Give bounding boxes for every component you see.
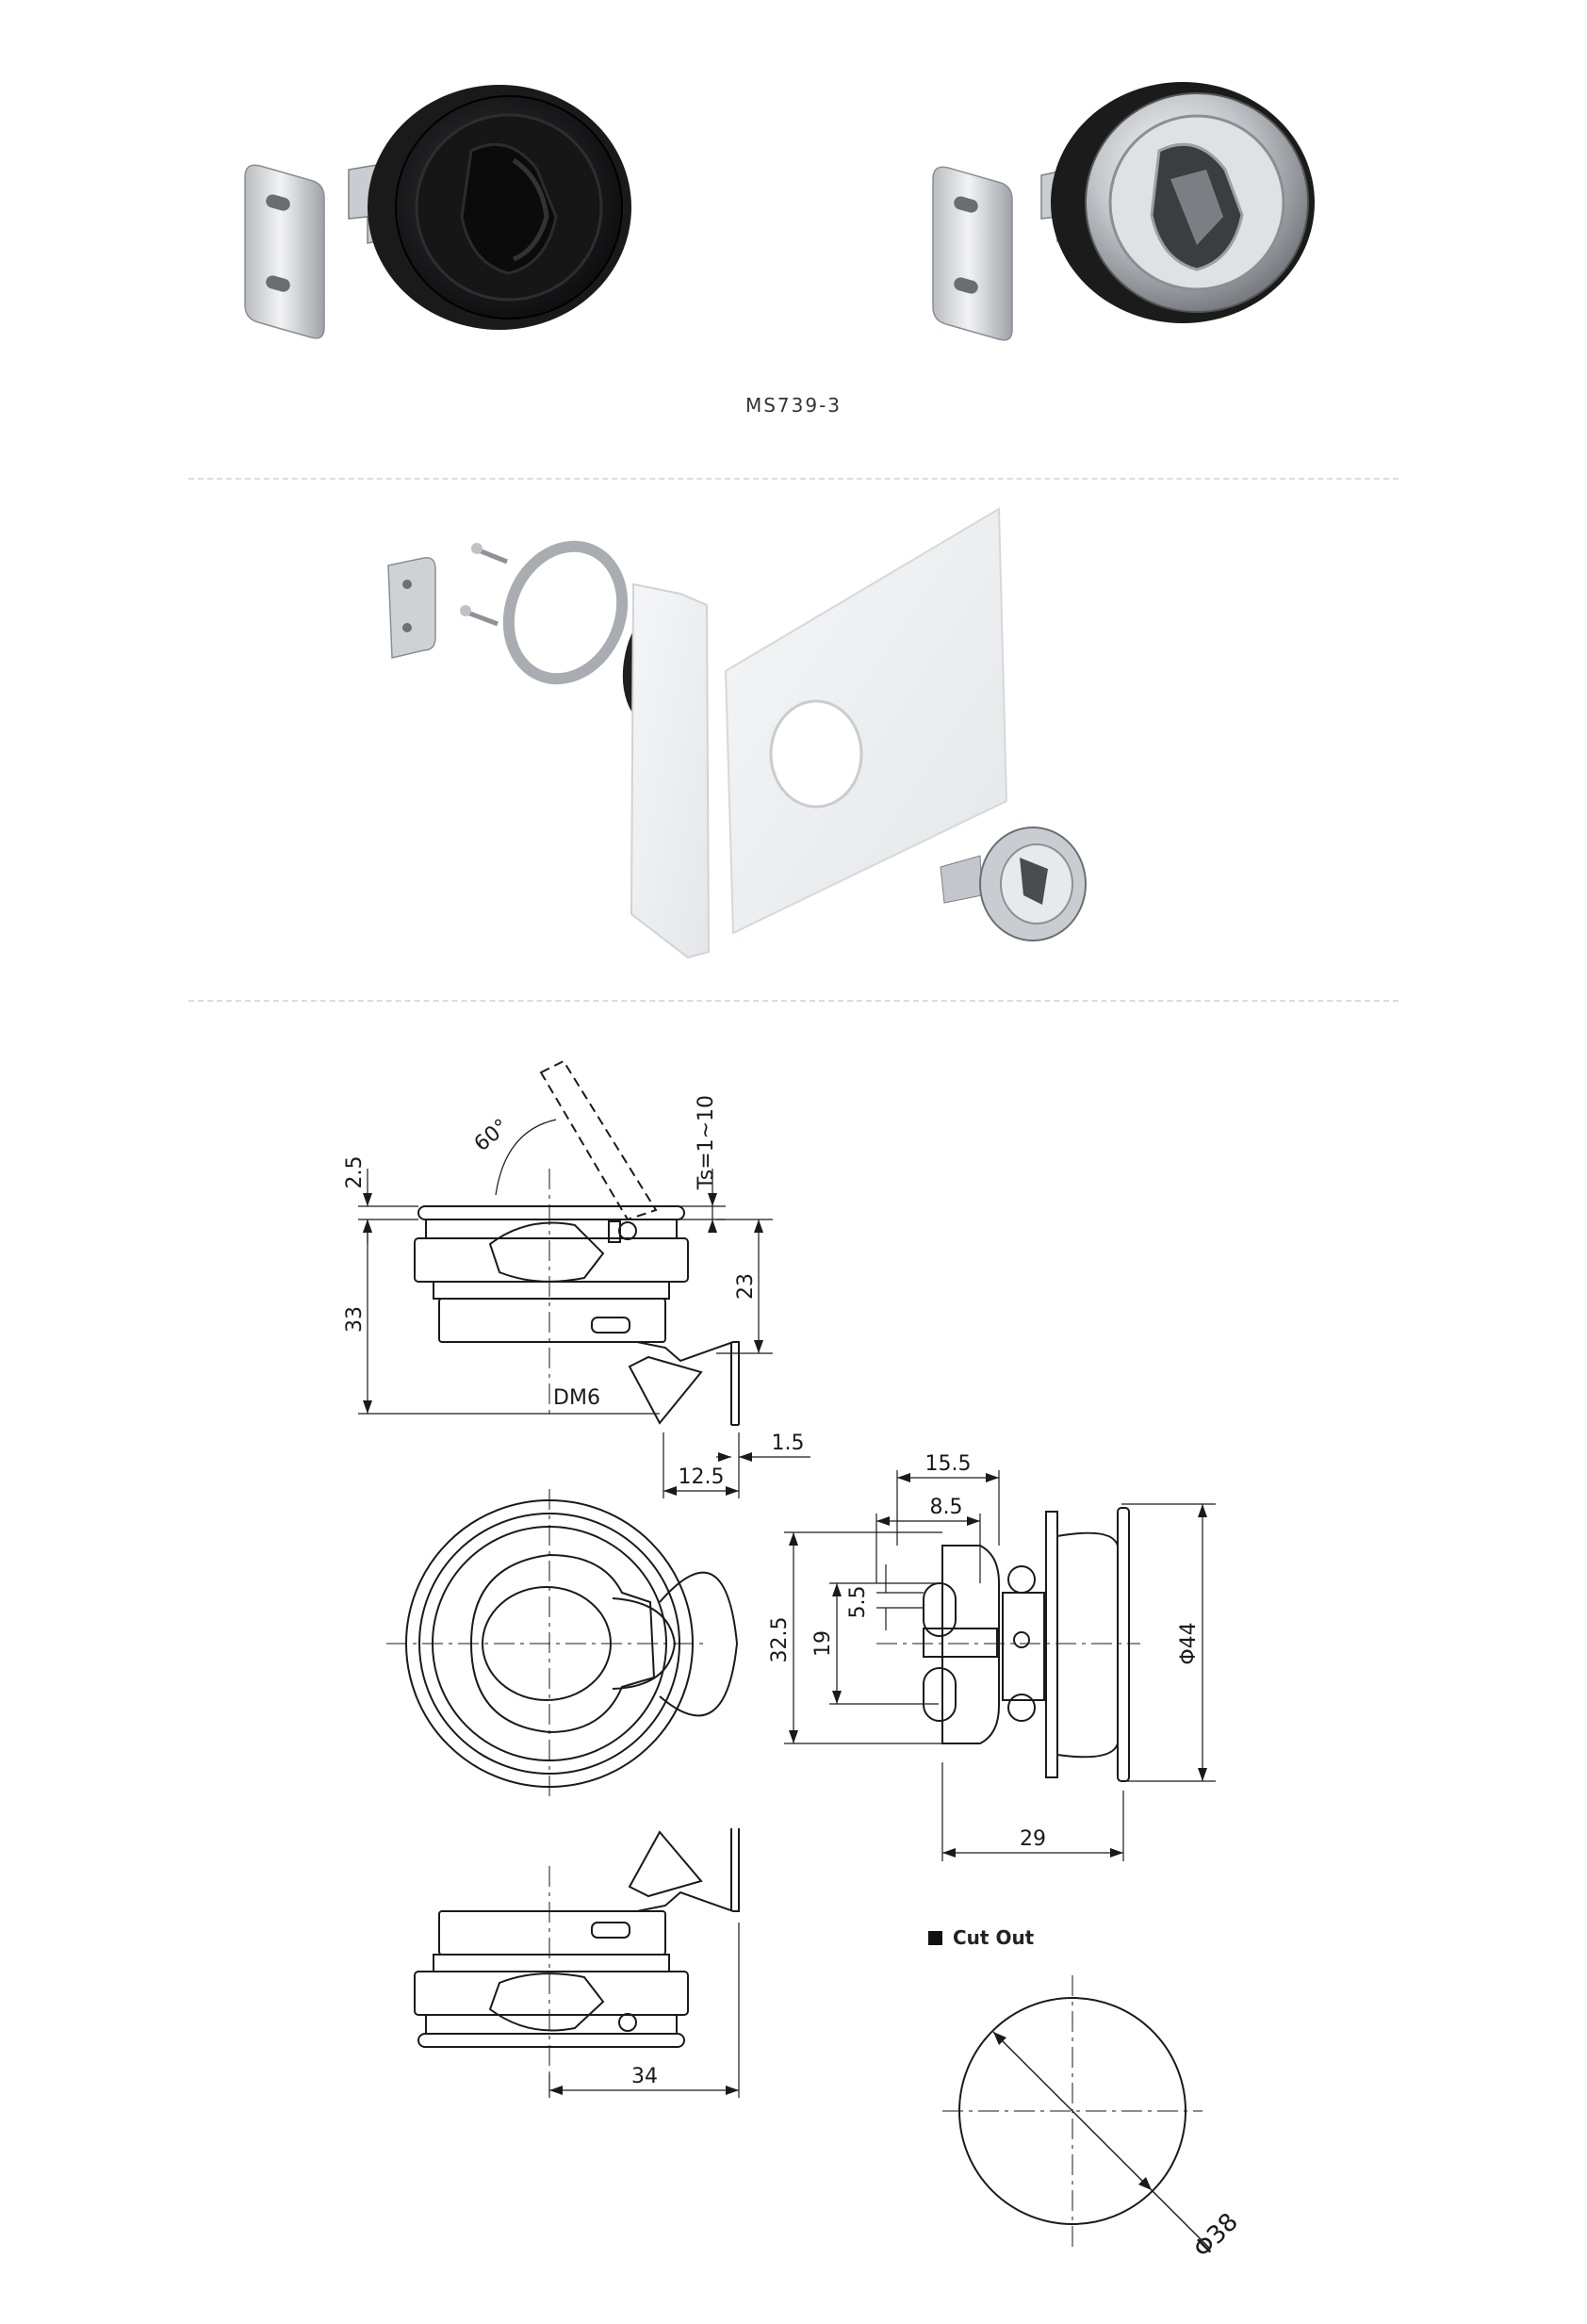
dim-overall-height: 33 xyxy=(343,1306,367,1333)
side-view xyxy=(414,1059,740,1426)
product-photo-black xyxy=(244,85,631,339)
dim-bottom-width: 34 xyxy=(631,2065,658,2088)
cutout-title: Cut Out xyxy=(928,1926,1034,1949)
dim-slot-width: 5.5 xyxy=(846,1586,870,1619)
dim-body-height: 23 xyxy=(734,1273,758,1300)
exploded-assembly-illustration xyxy=(387,507,1087,959)
rear-view xyxy=(923,1507,1130,1782)
dim-flange-diameter: Φ44 xyxy=(1177,1622,1201,1664)
model-caption: MS739-3 xyxy=(744,394,843,417)
dim-cam-offset: 12.5 xyxy=(679,1465,725,1489)
dim-thread: DM6 xyxy=(553,1386,600,1410)
dim-depth: 29 xyxy=(1020,1827,1046,1851)
dim-slot-span: 15.5 xyxy=(925,1452,972,1476)
cutout-marker-square xyxy=(928,1931,942,1945)
dim-cam-thickness: 1.5 xyxy=(772,1432,805,1455)
dim-slot-pitch: 19 xyxy=(811,1630,835,1657)
dim-handle-angle: 60° xyxy=(470,1115,514,1156)
dim-lid-thickness: 2.5 xyxy=(343,1156,367,1189)
product-photo-chrome xyxy=(932,82,1315,341)
technical-drawing: 2.5 33 23 Ts=1~10 60° DM6 12.5 1.5 15.5 … xyxy=(343,1059,1244,2264)
dim-panel-thickness: Ts=1~10 xyxy=(695,1095,718,1190)
bottom-view xyxy=(414,1828,740,2048)
dim-slot-inner: 8.5 xyxy=(930,1496,963,1519)
dim-plate-height: 32.5 xyxy=(768,1617,792,1663)
dim-cutout-diameter: Φ38 xyxy=(1188,2208,1244,2264)
cutout-title-text: Cut Out xyxy=(953,1926,1035,1949)
divider-bottom xyxy=(188,1000,1399,1002)
divider-top xyxy=(188,478,1399,480)
